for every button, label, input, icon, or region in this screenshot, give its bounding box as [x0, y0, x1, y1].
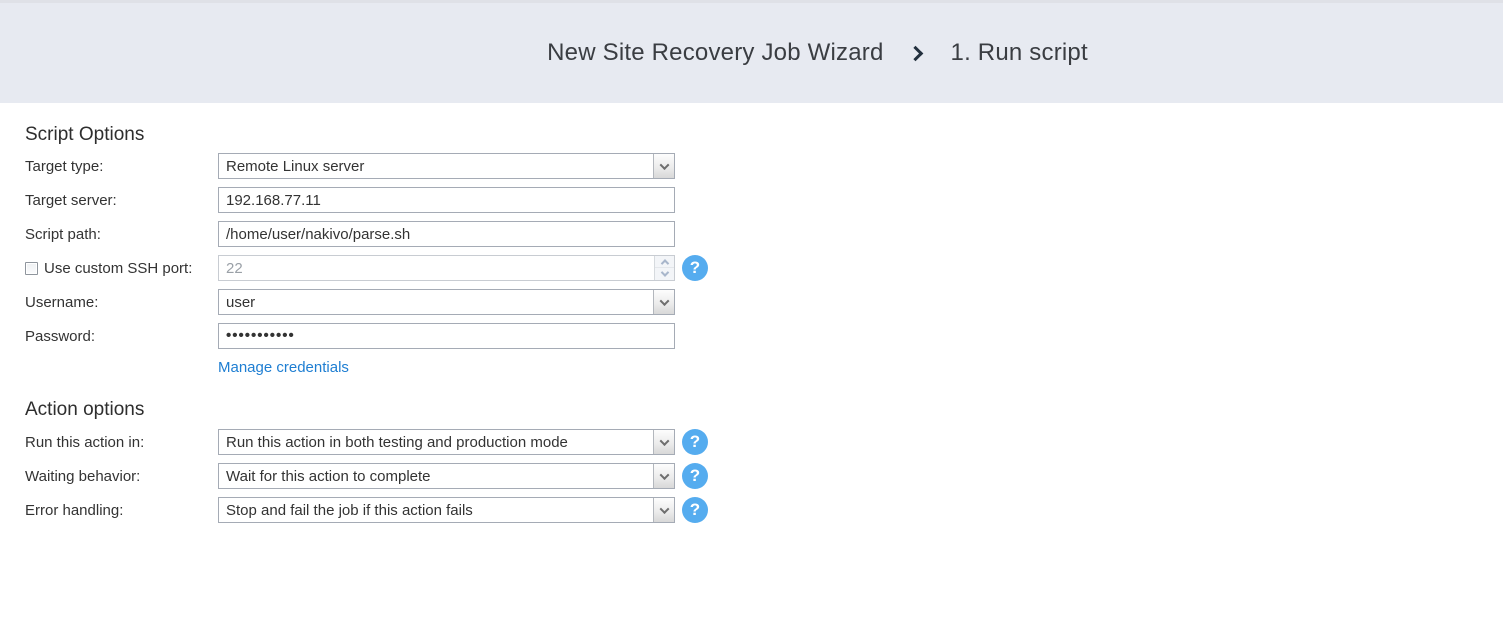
waiting-behavior-select[interactable]: Wait for this action to complete	[218, 463, 675, 489]
password-label: Password:	[25, 327, 96, 345]
error-handling-help-icon[interactable]: ?	[682, 497, 708, 523]
wizard-title: New Site Recovery Job Wizard	[547, 39, 884, 66]
breadcrumb-chevron-icon	[907, 45, 923, 61]
target-type-label: Target type:	[25, 157, 104, 175]
error-handling-select[interactable]: Stop and fail the job if this action fai…	[218, 497, 675, 523]
username-value: user	[226, 293, 256, 311]
spinner-up-button[interactable]	[655, 256, 674, 268]
run-mode-label: Run this action in:	[25, 433, 145, 451]
ssh-port-value: 22	[226, 259, 243, 277]
error-handling-value: Stop and fail the job if this action fai…	[226, 501, 473, 519]
chevron-down-icon	[660, 268, 669, 277]
username-dropdown-button[interactable]	[653, 290, 674, 314]
ssh-port-label: Use custom SSH port:	[44, 259, 193, 277]
run-mode-value: Run this action in both testing and prod…	[226, 433, 568, 451]
target-server-row: Target server: 192.168.77.11	[25, 187, 1503, 213]
username-label: Username:	[25, 293, 99, 311]
waiting-behavior-help-icon[interactable]: ?	[682, 463, 708, 489]
chevron-down-icon	[659, 503, 669, 514]
chevron-up-icon	[660, 258, 669, 268]
chevron-down-icon	[659, 295, 669, 306]
wizard-step-title: 1. Run script	[950, 39, 1088, 66]
use-custom-ssh-port-checkbox[interactable]	[25, 261, 38, 275]
ssh-port-input[interactable]: 22	[218, 255, 675, 281]
wizard-header: New Site Recovery Job Wizard 1. Run scri…	[0, 0, 1503, 103]
chevron-down-icon	[659, 435, 669, 446]
target-type-select[interactable]: Remote Linux server	[218, 153, 675, 179]
waiting-behavior-label: Waiting behavior:	[25, 467, 141, 485]
action-options-heading: Action options	[25, 399, 145, 420]
target-type-row: Target type: Remote Linux server	[25, 153, 1503, 179]
run-mode-select[interactable]: Run this action in both testing and prod…	[218, 429, 675, 455]
run-mode-help-icon[interactable]: ?	[682, 429, 708, 455]
script-options-heading: Script Options	[25, 124, 145, 145]
waiting-behavior-dropdown-button[interactable]	[653, 464, 674, 488]
chevron-down-icon	[659, 159, 669, 170]
waiting-behavior-value: Wait for this action to complete	[226, 467, 431, 485]
target-server-label: Target server:	[25, 191, 117, 209]
error-handling-dropdown-button[interactable]	[653, 498, 674, 522]
target-server-input[interactable]: 192.168.77.11	[218, 187, 675, 213]
breadcrumb: New Site Recovery Job Wizard 1. Run scri…	[547, 39, 1088, 67]
waiting-behavior-row: Waiting behavior: Wait for this action t…	[25, 463, 1503, 489]
script-path-value: /home/user/nakivo/parse.sh	[226, 225, 411, 243]
wizard-content: Script Options Target type: Remote Linux…	[0, 103, 1503, 523]
script-path-label: Script path:	[25, 225, 101, 243]
run-mode-row: Run this action in: Run this action in b…	[25, 429, 1503, 455]
error-handling-row: Error handling: Stop and fail the job if…	[25, 497, 1503, 523]
script-path-input[interactable]: /home/user/nakivo/parse.sh	[218, 221, 675, 247]
chevron-down-icon	[659, 469, 669, 480]
username-select[interactable]: user	[218, 289, 675, 315]
password-value: •••••••••••	[226, 331, 295, 341]
manage-credentials-row: Manage credentials	[218, 357, 1503, 377]
ssh-port-label-group: Use custom SSH port:	[25, 260, 218, 277]
ssh-port-spinner[interactable]	[654, 256, 674, 280]
target-type-dropdown-button[interactable]	[653, 154, 674, 178]
ssh-port-help-icon[interactable]: ?	[682, 255, 708, 281]
script-path-row: Script path: /home/user/nakivo/parse.sh	[25, 221, 1503, 247]
target-server-value: 192.168.77.11	[226, 191, 321, 209]
manage-credentials-link[interactable]: Manage credentials	[218, 358, 349, 376]
error-handling-label: Error handling:	[25, 501, 124, 519]
run-mode-dropdown-button[interactable]	[653, 430, 674, 454]
target-type-value: Remote Linux server	[226, 157, 365, 175]
ssh-port-row: Use custom SSH port: 22 ?	[25, 255, 1503, 281]
password-input[interactable]: •••••••••••	[218, 323, 675, 349]
password-row: Password: •••••••••••	[25, 323, 1503, 349]
username-row: Username: user	[25, 289, 1503, 315]
spinner-down-button[interactable]	[655, 268, 674, 280]
